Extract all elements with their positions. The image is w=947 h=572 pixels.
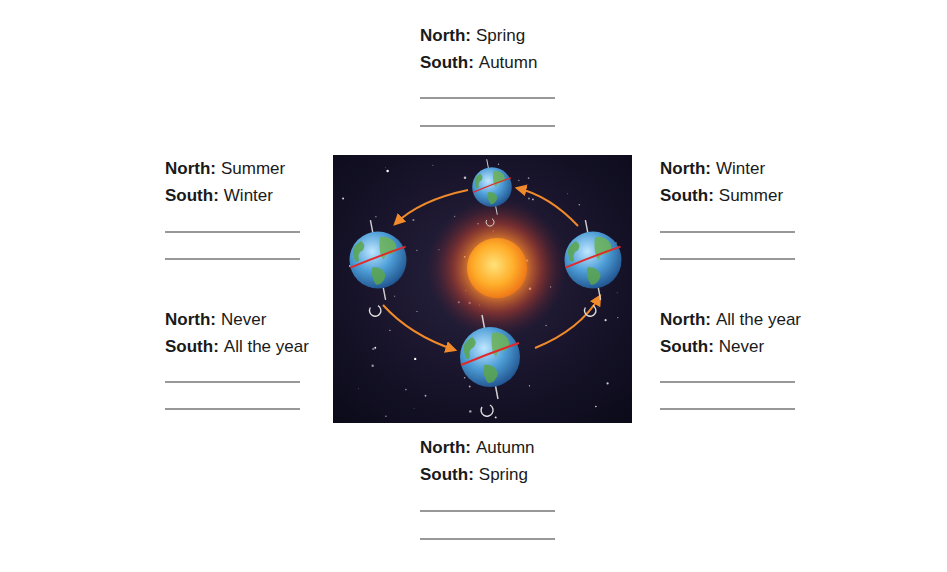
star bbox=[374, 347, 376, 349]
star bbox=[567, 193, 568, 194]
star bbox=[384, 167, 386, 169]
star bbox=[528, 197, 530, 199]
star bbox=[389, 330, 390, 331]
star bbox=[412, 219, 414, 221]
season-row: South: Spring bbox=[420, 461, 535, 488]
season-group: North: AutumnSouth: Spring bbox=[420, 434, 535, 488]
star bbox=[469, 410, 471, 412]
hemisphere-label: South: bbox=[420, 53, 474, 72]
star bbox=[405, 389, 407, 391]
star bbox=[607, 382, 609, 384]
season-row: North: All the year bbox=[660, 306, 801, 333]
star bbox=[342, 197, 344, 199]
season-label: Autumn bbox=[476, 438, 535, 457]
star bbox=[414, 358, 416, 360]
season-label: All the year bbox=[716, 310, 801, 329]
star bbox=[595, 406, 596, 407]
hemisphere-label: North: bbox=[165, 159, 216, 178]
season-group: North: All the yearSouth: Never bbox=[660, 306, 801, 360]
hemisphere-label: South: bbox=[660, 337, 714, 356]
season-label: Summer bbox=[221, 159, 285, 178]
season-row: South: Summer bbox=[660, 182, 783, 209]
star bbox=[425, 395, 427, 397]
season-group: North: NeverSouth: All the year bbox=[165, 306, 309, 360]
season-row: North: Summer bbox=[165, 155, 285, 182]
hemisphere-label: North: bbox=[660, 159, 711, 178]
season-label: Spring bbox=[476, 26, 525, 45]
season-row: South: Winter bbox=[165, 182, 285, 209]
season-label: All the year bbox=[224, 337, 309, 356]
star bbox=[579, 204, 580, 205]
star bbox=[529, 385, 530, 386]
season-group: North: WinterSouth: Summer bbox=[660, 155, 783, 209]
star bbox=[604, 319, 606, 321]
star bbox=[464, 177, 467, 180]
season-row: North: Autumn bbox=[420, 434, 535, 461]
star bbox=[518, 180, 520, 182]
season-label: Spring bbox=[479, 465, 528, 484]
star bbox=[545, 325, 546, 326]
season-row: South: All the year bbox=[165, 333, 309, 360]
star bbox=[413, 408, 415, 410]
star bbox=[498, 164, 499, 165]
season-label: Autumn bbox=[479, 53, 538, 72]
hemisphere-label: South: bbox=[420, 465, 474, 484]
hemisphere-label: South: bbox=[165, 186, 219, 205]
season-group: North: SpringSouth: Autumn bbox=[420, 22, 537, 76]
hemisphere-label: South: bbox=[660, 186, 714, 205]
star bbox=[372, 348, 374, 350]
hemisphere-label: North: bbox=[420, 438, 471, 457]
star bbox=[495, 416, 497, 418]
star bbox=[432, 164, 434, 166]
season-label: Winter bbox=[716, 159, 765, 178]
season-label: Never bbox=[221, 310, 266, 329]
star bbox=[464, 377, 466, 379]
star bbox=[469, 386, 471, 388]
star bbox=[375, 216, 377, 218]
season-group: North: SummerSouth: Winter bbox=[165, 155, 285, 209]
hemisphere-label: North: bbox=[660, 310, 711, 329]
season-row: North: Winter bbox=[660, 155, 783, 182]
season-label: Never bbox=[719, 337, 764, 356]
season-row: North: Never bbox=[165, 306, 309, 333]
star bbox=[358, 388, 360, 390]
star bbox=[616, 292, 618, 294]
star bbox=[416, 250, 417, 251]
hemisphere-label: North: bbox=[165, 310, 216, 329]
hemisphere-label: North: bbox=[420, 26, 471, 45]
season-row: North: Spring bbox=[420, 22, 537, 49]
season-label: Summer bbox=[719, 186, 783, 205]
star bbox=[617, 317, 618, 318]
star bbox=[386, 170, 389, 173]
star bbox=[385, 415, 387, 417]
season-row: South: Autumn bbox=[420, 49, 537, 76]
season-label: Winter bbox=[224, 186, 273, 205]
star bbox=[532, 199, 534, 201]
season-row: South: Never bbox=[660, 333, 801, 360]
star bbox=[394, 296, 395, 297]
hemisphere-label: South: bbox=[165, 337, 219, 356]
star bbox=[597, 306, 599, 308]
star bbox=[528, 177, 530, 179]
star bbox=[416, 311, 417, 312]
star bbox=[371, 365, 373, 367]
